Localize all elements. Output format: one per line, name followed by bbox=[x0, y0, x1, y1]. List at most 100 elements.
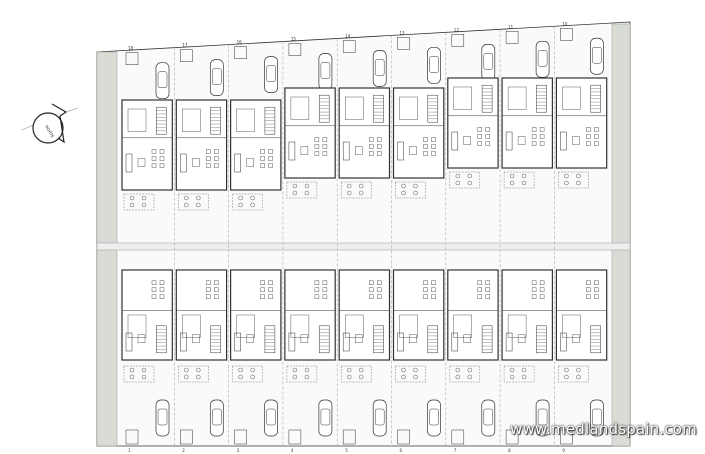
sofa bbox=[560, 131, 567, 151]
sofa bbox=[397, 332, 404, 352]
entry-gate bbox=[288, 429, 302, 445]
plot-number-bottom: 1 bbox=[128, 448, 131, 453]
terrace-chair bbox=[467, 180, 472, 186]
plot-number-bottom: 2 bbox=[182, 448, 185, 453]
plot-number-top: 18 bbox=[128, 46, 134, 51]
chair bbox=[485, 294, 490, 299]
terrace-chair bbox=[250, 202, 255, 208]
chair bbox=[423, 144, 428, 149]
car-roof bbox=[212, 68, 222, 85]
terrace-top-6 bbox=[395, 181, 426, 199]
car-roof bbox=[429, 56, 439, 73]
terrace-chair bbox=[521, 180, 527, 186]
terrace-chair bbox=[292, 190, 298, 196]
chair bbox=[431, 137, 436, 142]
chair bbox=[431, 144, 436, 149]
plot-number-bottom: 8 bbox=[508, 448, 511, 453]
terrace-top-9 bbox=[558, 171, 589, 189]
plot-number-top: 13 bbox=[400, 30, 406, 35]
plot-number-bottom: 5 bbox=[345, 448, 348, 453]
plot-number-top: 12 bbox=[454, 27, 460, 32]
bedroom bbox=[562, 86, 581, 110]
house-top-2 bbox=[175, 99, 228, 191]
chair bbox=[260, 287, 265, 292]
chair bbox=[314, 151, 320, 156]
terrace-chair bbox=[576, 367, 581, 373]
terrace-chair bbox=[509, 173, 515, 179]
car-bottom-9 bbox=[590, 399, 604, 437]
chair bbox=[369, 137, 374, 142]
house-bottom-4 bbox=[284, 269, 336, 361]
house-bottom-9 bbox=[555, 269, 608, 361]
terrace-chair bbox=[359, 374, 364, 380]
terrace-chair bbox=[509, 367, 515, 373]
chair bbox=[594, 280, 599, 285]
chair bbox=[423, 151, 428, 156]
car-roof bbox=[374, 408, 385, 426]
terrace-top-7 bbox=[449, 171, 480, 189]
terrace-chair bbox=[467, 374, 472, 380]
terrace-chair bbox=[238, 195, 243, 201]
chair bbox=[206, 287, 211, 292]
chair bbox=[314, 144, 320, 149]
terrace-top-5 bbox=[341, 181, 372, 199]
house-outline bbox=[392, 87, 445, 179]
terrace-chair bbox=[401, 374, 406, 380]
terrace bbox=[123, 193, 155, 211]
terrace-chair bbox=[509, 374, 515, 380]
car-top-3 bbox=[264, 56, 278, 93]
chair bbox=[539, 294, 545, 299]
compass-label: NORTE bbox=[44, 124, 55, 139]
coffee-table bbox=[572, 136, 580, 145]
bedroom bbox=[182, 108, 201, 132]
terrace bbox=[395, 365, 426, 383]
chair bbox=[206, 163, 211, 168]
house-top-1 bbox=[121, 99, 173, 191]
car-top-8 bbox=[535, 40, 550, 78]
watermark: www.medlandspain.com bbox=[510, 420, 697, 438]
terrace bbox=[178, 365, 209, 383]
sofa bbox=[234, 153, 241, 173]
terrace-chair bbox=[141, 202, 147, 208]
bedroom bbox=[236, 314, 255, 338]
chair bbox=[151, 287, 157, 292]
chair bbox=[268, 294, 273, 299]
terrace-chair bbox=[455, 173, 460, 179]
bedroom bbox=[453, 86, 472, 110]
terrace-chair bbox=[129, 367, 135, 373]
house-bottom-7 bbox=[447, 269, 499, 361]
house-top-4 bbox=[284, 87, 336, 179]
entry-gate bbox=[234, 46, 247, 59]
terrace-chair bbox=[196, 374, 201, 380]
chair bbox=[431, 280, 436, 285]
chair bbox=[314, 280, 320, 285]
car-roof bbox=[429, 408, 439, 426]
terrace bbox=[449, 171, 480, 189]
chair bbox=[206, 294, 211, 299]
entry-gate bbox=[505, 429, 519, 445]
chair bbox=[214, 280, 219, 285]
terrace-bottom-2 bbox=[178, 365, 209, 383]
chair bbox=[423, 287, 428, 292]
terrace-chair bbox=[455, 180, 460, 186]
house-top-3 bbox=[230, 99, 282, 191]
car-bottom-6 bbox=[427, 399, 441, 437]
terrace-chair bbox=[401, 183, 406, 189]
bedroom bbox=[507, 86, 527, 110]
terrace bbox=[395, 181, 426, 199]
terrace bbox=[341, 365, 372, 383]
bedroom bbox=[290, 96, 310, 120]
house-bottom-5 bbox=[338, 269, 391, 361]
chair bbox=[377, 137, 382, 142]
compass-circle bbox=[32, 112, 64, 144]
house-bottom-6 bbox=[392, 269, 445, 361]
terrace-chair bbox=[413, 374, 418, 380]
chair bbox=[260, 163, 265, 168]
car-roof bbox=[374, 59, 385, 76]
car-roof bbox=[483, 53, 494, 70]
terrace-chair bbox=[467, 367, 472, 373]
plot-number-bottom: 3 bbox=[237, 448, 240, 453]
terrace bbox=[558, 365, 589, 383]
coffee-table bbox=[300, 334, 309, 343]
entry-gate bbox=[342, 429, 356, 445]
